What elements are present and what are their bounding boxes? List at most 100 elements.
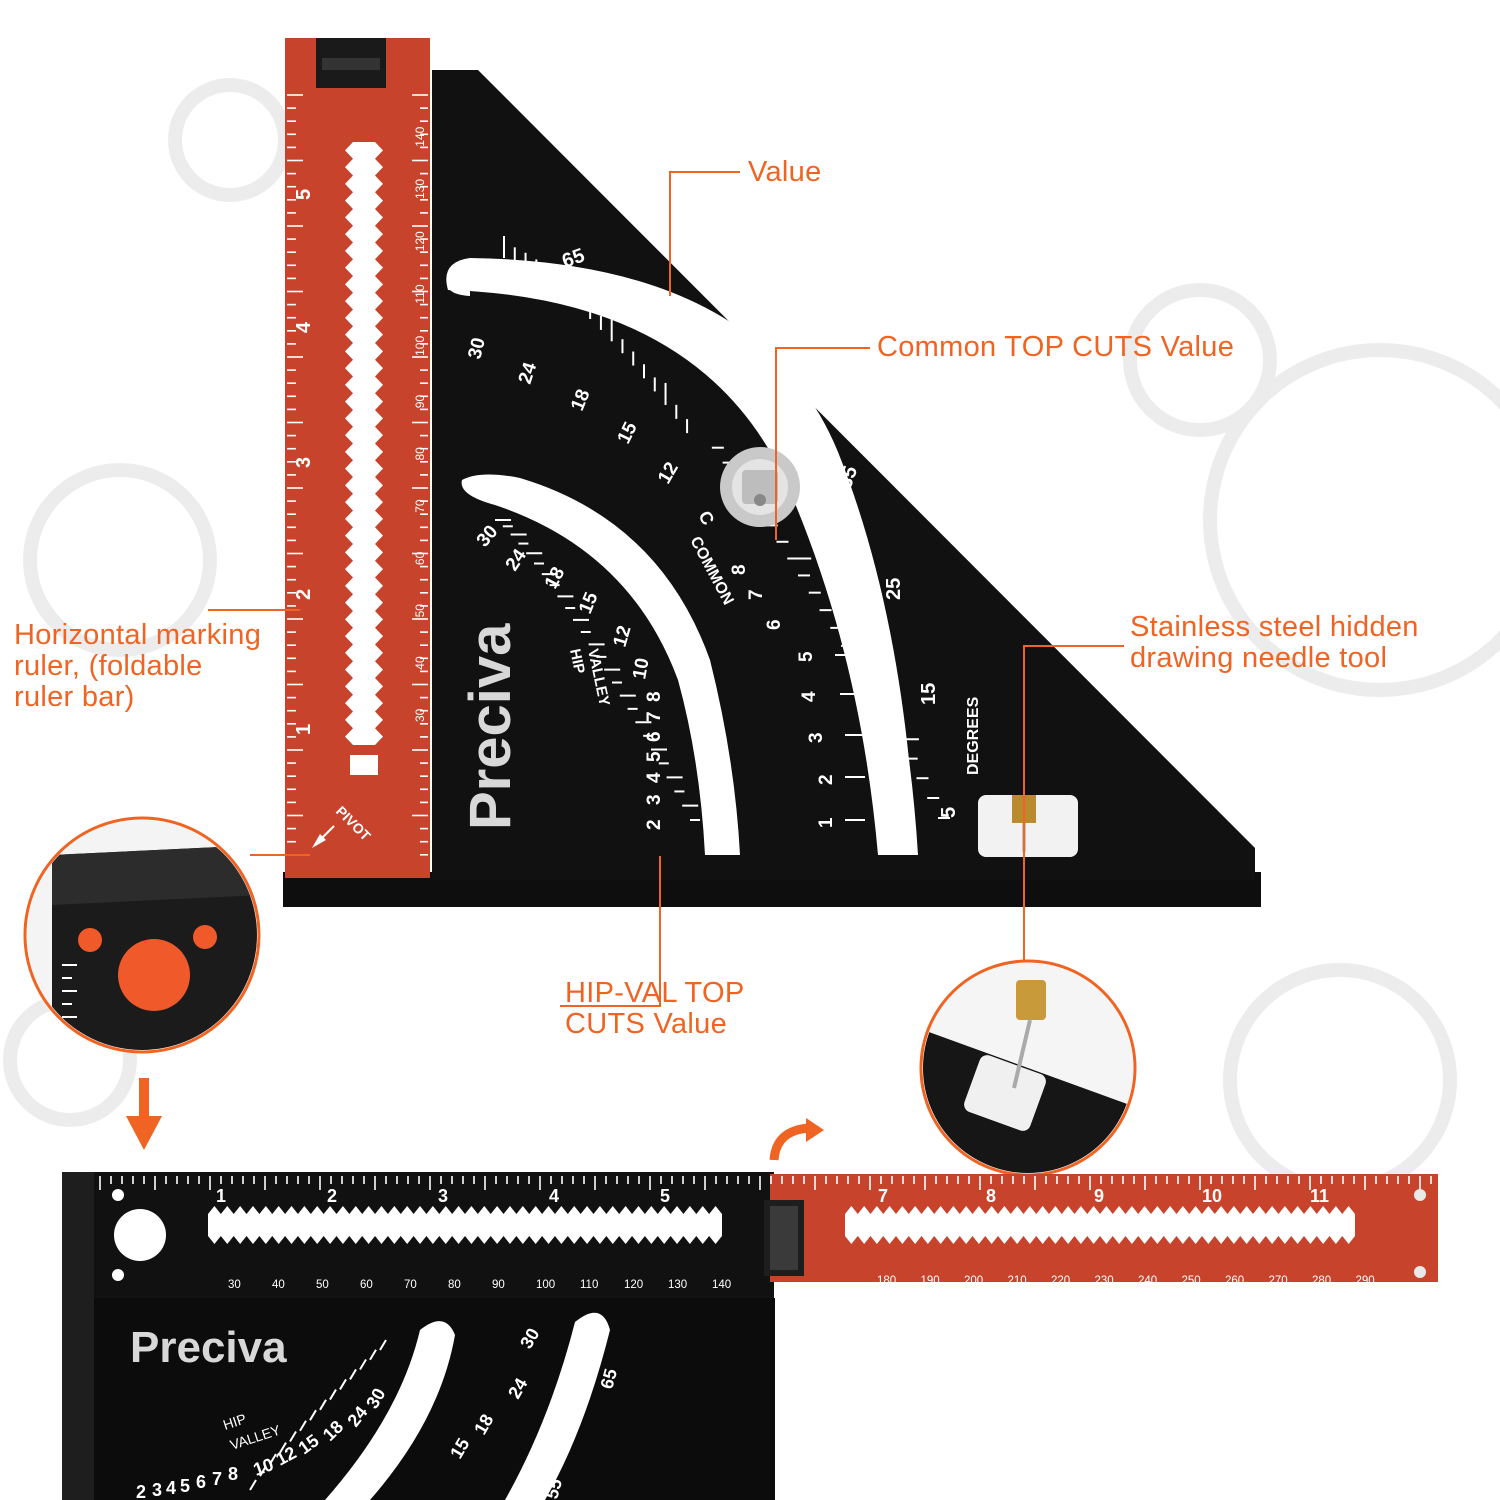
extended-hip-slot	[325, 1321, 455, 1500]
degree-number: 5	[938, 807, 960, 818]
callout-horizontal-ruler: Horizontal marking ruler, (foldable rule…	[14, 619, 262, 713]
callout-lines	[208, 171, 1124, 1007]
callout-hip-val-top-cuts: HIP-VAL TOP CUTS Value	[565, 977, 745, 1040]
arrow-down-icon	[126, 1078, 162, 1150]
hip-number: 2	[644, 819, 665, 830]
hip-tick	[289, 1431, 297, 1443]
cm-number: 270	[1269, 1275, 1288, 1287]
common-number: 7	[746, 589, 767, 600]
hip-tick	[359, 1359, 367, 1371]
cm-number: 290	[1356, 1275, 1375, 1287]
hip-tick	[249, 1479, 257, 1491]
hip-number: 8	[644, 691, 665, 702]
hip-number: 3	[644, 794, 665, 805]
cm-number: 90	[413, 395, 427, 409]
hip-tick	[349, 1368, 357, 1380]
cm-number: 50	[316, 1279, 329, 1291]
hip-tick	[269, 1453, 277, 1465]
cm-number: 30	[413, 708, 427, 722]
hip-tick	[299, 1420, 307, 1432]
inch-number: 2	[327, 1186, 337, 1206]
hip-tick	[329, 1389, 337, 1401]
cm-number: 100	[536, 1279, 555, 1291]
common-number: 5	[796, 651, 817, 662]
hip-number: 6	[196, 1472, 206, 1492]
extended-brand-logo: Preciva	[130, 1323, 287, 1372]
hip-tick	[259, 1465, 267, 1477]
cm-number: 250	[1182, 1275, 1201, 1287]
hip-number: 7	[212, 1469, 222, 1489]
zoom-circle-pivot-hole	[23, 816, 261, 1054]
hip-tick	[309, 1409, 317, 1421]
degree-number: 55	[542, 1477, 567, 1500]
red-serrated-slot	[845, 1206, 1355, 1244]
inch-number: 8	[986, 1186, 996, 1206]
hip-label: HIP	[566, 647, 588, 675]
cm-number: 40	[413, 656, 427, 670]
brand-logo-vertical: Preciva	[458, 623, 523, 830]
hip-tick	[319, 1399, 327, 1411]
inch-number: 1	[293, 724, 315, 735]
rotate-arrow-icon	[769, 1118, 824, 1161]
cm-number: 70	[413, 499, 427, 513]
cm-number: 200	[964, 1275, 983, 1287]
common-number: 2	[816, 774, 837, 785]
hip-tick	[339, 1378, 347, 1390]
hip-tick	[279, 1442, 287, 1454]
cm-number: 280	[1312, 1275, 1331, 1287]
hip-number: 5	[180, 1476, 190, 1496]
inch-number: 3	[438, 1186, 448, 1206]
degree-number: 25	[883, 578, 905, 600]
cm-number: 100	[413, 336, 427, 356]
zoom-circle-needle-tool	[919, 959, 1137, 1177]
degrees-label: DEGREES	[965, 696, 982, 775]
hip-number: 7	[644, 711, 665, 722]
cm-number: 80	[413, 447, 427, 461]
hip-number: 5	[644, 751, 665, 762]
cm-number: 210	[1008, 1275, 1027, 1287]
hip-number: 6	[644, 731, 665, 742]
cm-number: 190	[921, 1275, 940, 1287]
hip-tick	[379, 1339, 387, 1351]
cm-number: 60	[413, 551, 427, 565]
callout-common-top-cuts: Common TOP CUTS Value	[877, 331, 1235, 363]
inch-number: 4	[549, 1186, 559, 1206]
inch-number: 10	[1202, 1186, 1222, 1206]
common-number: 30	[464, 336, 489, 362]
cm-number: 80	[448, 1279, 461, 1291]
hip-number: 8	[228, 1464, 238, 1484]
cm-number: 220	[1051, 1275, 1070, 1287]
inch-number: 4	[293, 321, 315, 333]
cm-number: 50	[413, 604, 427, 618]
extended-common-slot	[505, 1312, 610, 1500]
hip-number: 2	[136, 1482, 146, 1500]
inch-number: 1	[216, 1186, 226, 1206]
inch-number: 2	[293, 589, 315, 600]
common-number: 1	[816, 817, 837, 828]
hip-number: 10	[629, 656, 653, 680]
hip-number: 4	[166, 1478, 176, 1498]
cm-number: 140	[712, 1279, 731, 1291]
common-number: 4	[799, 691, 820, 702]
hip-valley-slot	[461, 474, 740, 855]
inch-number: 5	[293, 189, 315, 200]
cm-number: 260	[1225, 1275, 1244, 1287]
cm-number: 90	[492, 1279, 505, 1291]
cm-number: 120	[413, 231, 427, 251]
cm-number: 40	[272, 1279, 285, 1291]
cm-number: 110	[413, 284, 427, 303]
common-number: 3	[806, 732, 827, 743]
extended-hip-label: HIP	[221, 1410, 248, 1432]
pivot-hole	[114, 1209, 166, 1261]
cm-number: 180	[877, 1275, 896, 1287]
ruler-serrated-slot	[345, 142, 383, 775]
inch-number: 9	[1094, 1186, 1104, 1206]
needle-tool-window	[978, 795, 1078, 857]
hip-tick	[369, 1349, 377, 1361]
cm-number: 130	[413, 179, 427, 199]
degree-number: 15	[918, 683, 940, 705]
cm-number: 240	[1138, 1275, 1157, 1287]
callout-needle-tool: Stainless steel hidden drawing needle to…	[1130, 611, 1419, 674]
